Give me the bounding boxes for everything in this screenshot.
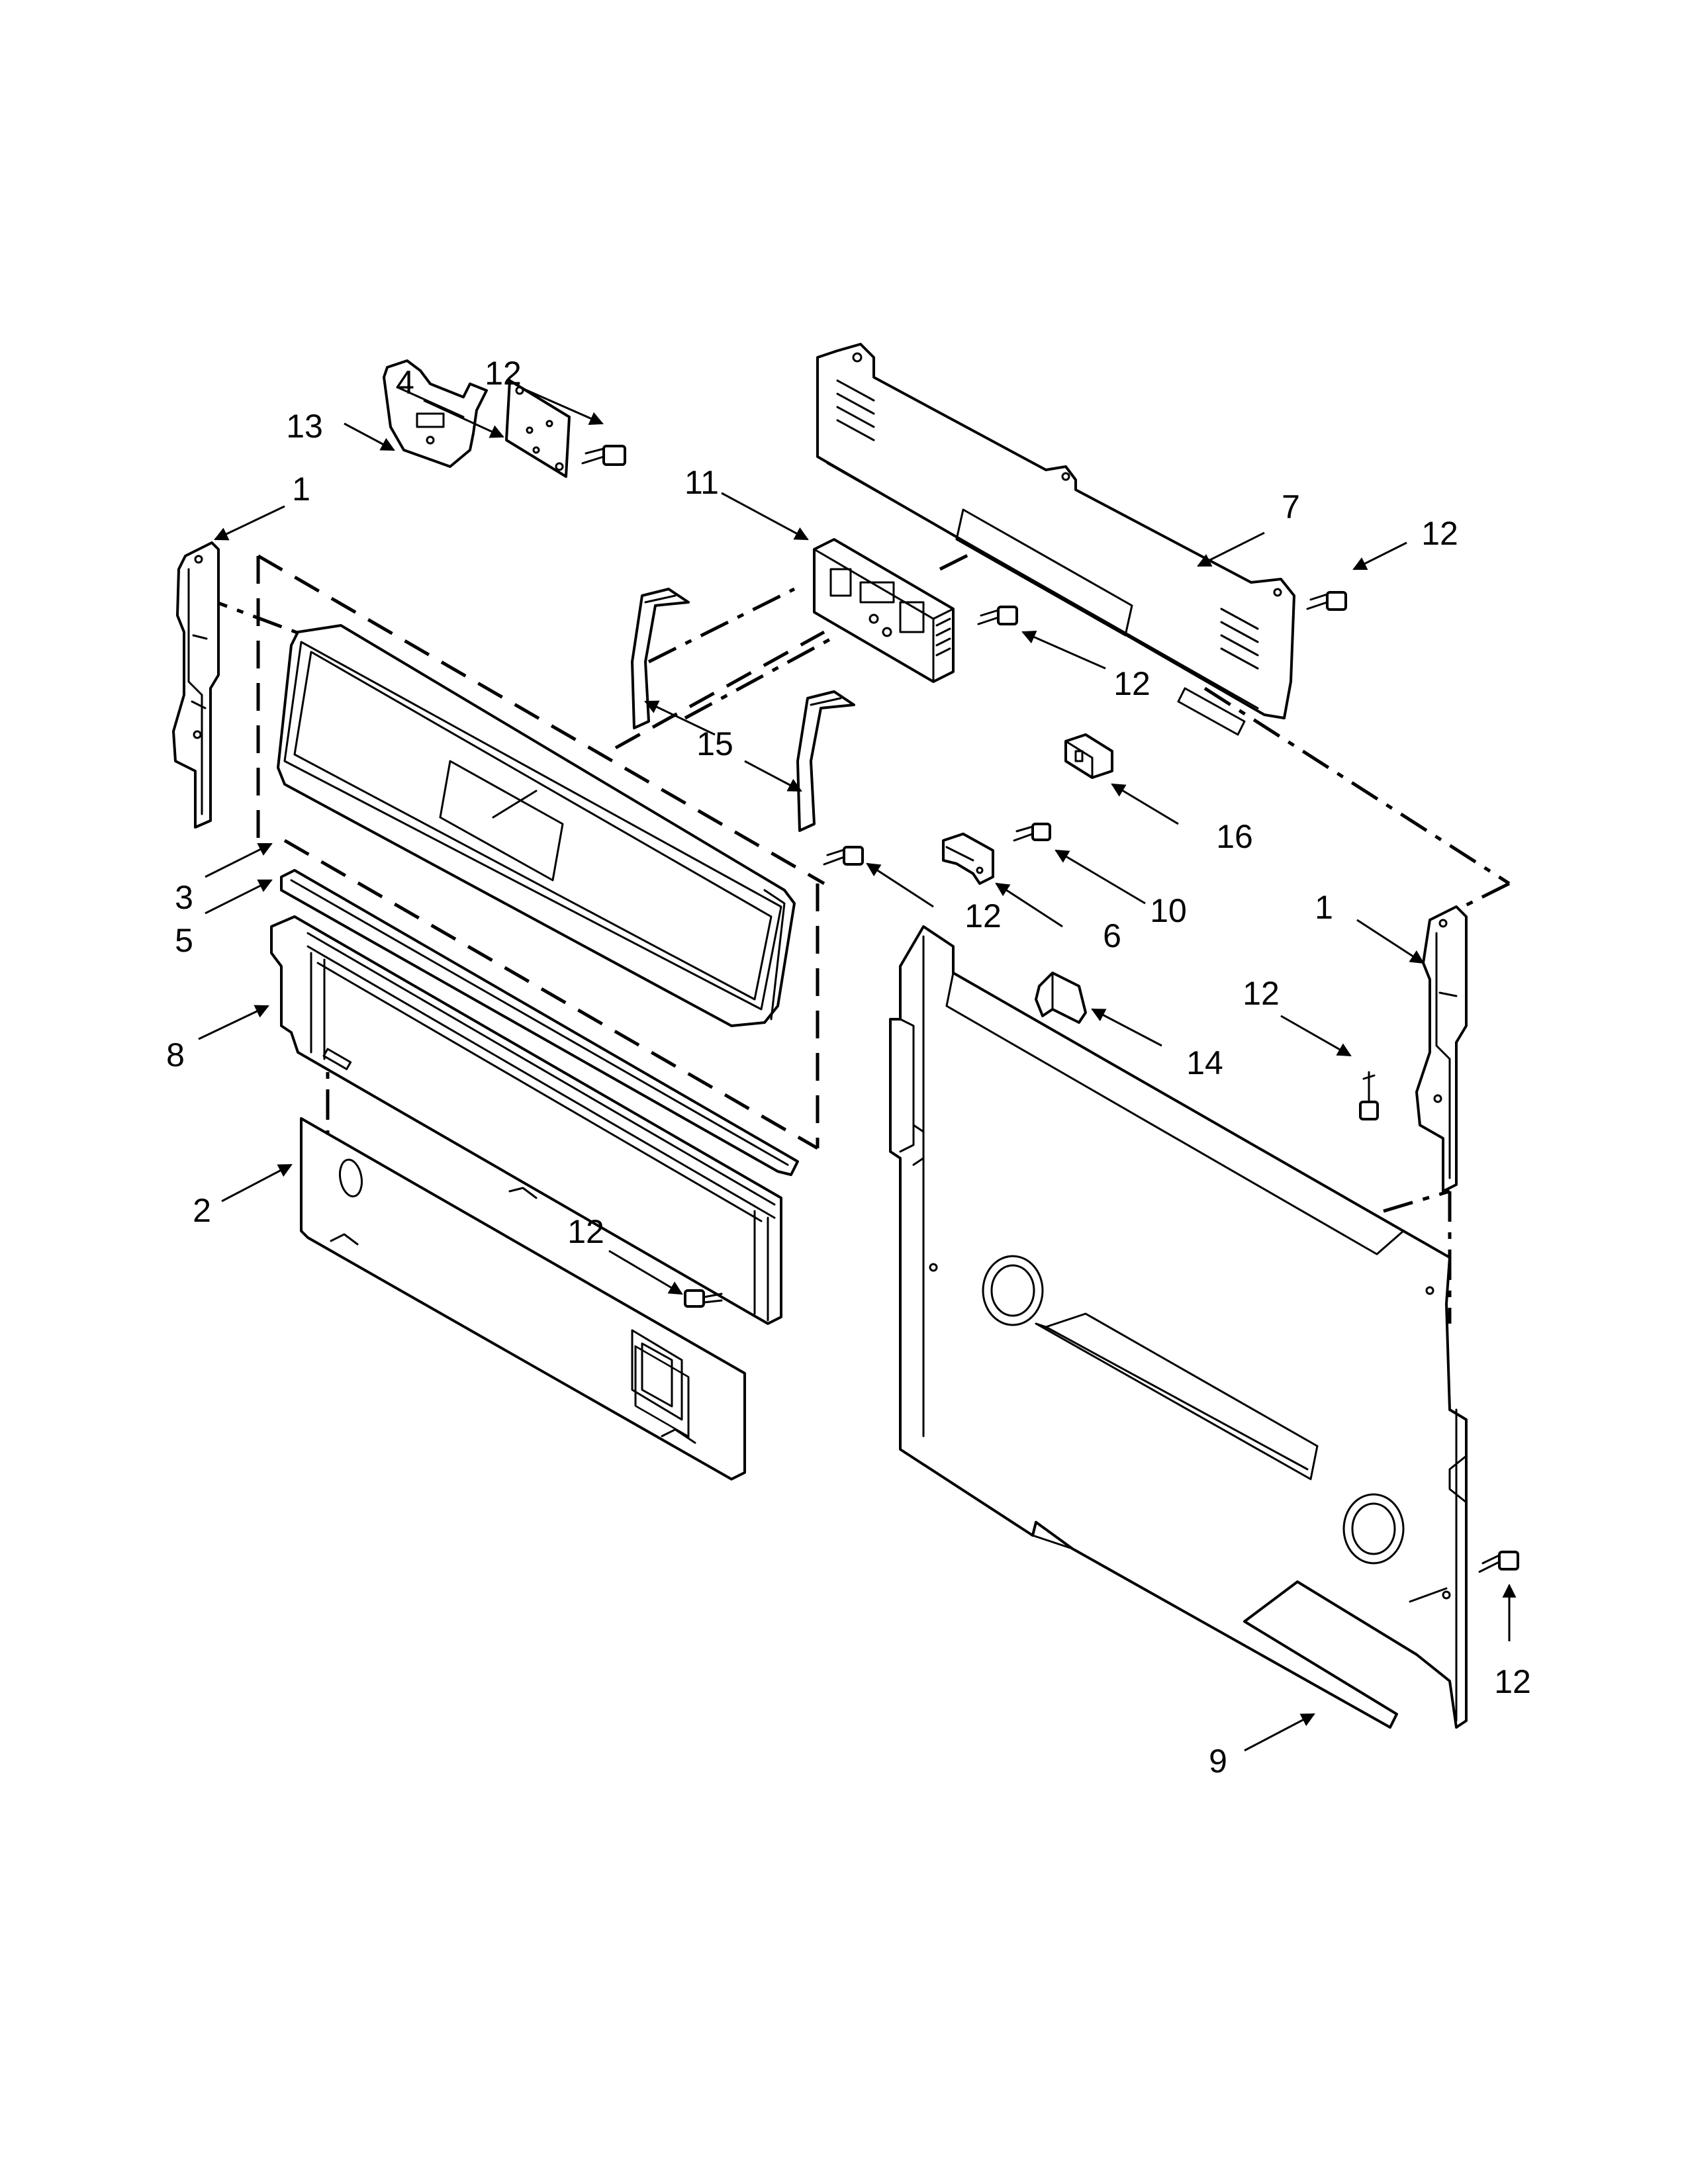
leader-16 <box>1111 783 1179 825</box>
callout-leaders <box>198 386 1517 1752</box>
callout-16: 16 <box>1216 818 1253 855</box>
callout-1-left: 1 <box>292 471 310 508</box>
control-bracket <box>383 359 488 468</box>
callout-11: 11 <box>684 464 719 501</box>
callout-12-right-top: 12 <box>1421 515 1458 552</box>
control-back-panel <box>816 343 1295 736</box>
leader-9 <box>1244 1713 1315 1752</box>
callout-1-right: 1 <box>1315 889 1333 926</box>
leader-4 <box>423 399 504 438</box>
leader-7 <box>1197 531 1265 567</box>
leader-13 <box>344 422 395 451</box>
retainer-clip <box>1035 972 1087 1024</box>
callout-12-top: 12 <box>485 355 522 392</box>
callout-4: 4 <box>396 364 414 401</box>
callout-2: 2 <box>193 1192 211 1229</box>
leader-12-right-top <box>1352 541 1407 570</box>
leader-12-lower <box>608 1250 683 1295</box>
screw-lower <box>684 1289 723 1308</box>
control-console-panel <box>277 624 796 1027</box>
callout-12-console: 12 <box>964 897 1002 934</box>
leader-14 <box>1091 1008 1162 1047</box>
leader-12-console <box>866 862 934 908</box>
callout-13: 13 <box>286 408 323 445</box>
screw-right-mid <box>1359 1071 1379 1120</box>
rear-main-panel <box>889 925 1468 1729</box>
callout-9: 9 <box>1209 1743 1227 1780</box>
console-clip-left <box>631 588 690 729</box>
console-clip-right <box>796 690 855 832</box>
leader-5 <box>205 879 273 915</box>
callout-15: 15 <box>696 725 733 762</box>
callout-6: 6 <box>1103 917 1121 954</box>
callout-3: 3 <box>175 879 193 916</box>
leader-12-control <box>1021 631 1106 670</box>
console-trim-strip <box>280 869 799 1176</box>
side-trim-bracket-right <box>1415 905 1468 1193</box>
leader-2 <box>221 1163 293 1203</box>
leader-8 <box>198 1005 269 1040</box>
screw-bottom-right <box>1478 1551 1519 1573</box>
vent-slots-left <box>836 379 875 441</box>
leader-15-a <box>644 700 716 736</box>
leader-15-b <box>744 760 802 792</box>
callout-12-lower: 12 <box>567 1213 604 1250</box>
callout-12-control: 12 <box>1113 665 1150 702</box>
callout-12-right-mid: 12 <box>1243 975 1280 1012</box>
leader-1-right <box>1356 919 1425 964</box>
callout-10: 10 <box>1150 892 1187 929</box>
small-bracket <box>942 833 994 885</box>
leader-6 <box>995 882 1063 928</box>
callout-12-bottom-right: 12 <box>1494 1663 1531 1700</box>
leader-11 <box>721 492 809 541</box>
screw-bracket <box>1013 823 1051 842</box>
screw-control-module <box>977 606 1018 625</box>
side-trim-bracket-left <box>172 541 220 829</box>
leader-10 <box>1055 849 1146 905</box>
leader-1-left <box>214 505 285 541</box>
vent-slots-right <box>1220 608 1259 670</box>
leader-12-right-mid <box>1280 1015 1352 1057</box>
callout-7: 7 <box>1282 488 1300 525</box>
control-board <box>505 379 571 478</box>
screw-right-top <box>1306 591 1347 611</box>
terminal-block <box>1064 733 1113 779</box>
screw-top <box>581 445 626 466</box>
lower-access-panel <box>300 1117 746 1480</box>
callout-labels: 1 13 4 12 11 7 12 12 15 16 10 6 12 3 5 8… <box>166 355 1531 1780</box>
leader-3 <box>205 842 273 878</box>
callout-14: 14 <box>1186 1044 1223 1081</box>
front-frame-panel <box>270 915 782 1325</box>
callout-8: 8 <box>166 1036 185 1073</box>
leader-12-top <box>519 386 604 425</box>
electronic-control-module <box>813 538 955 683</box>
screw-console <box>823 846 864 866</box>
callout-5: 5 <box>175 922 193 959</box>
